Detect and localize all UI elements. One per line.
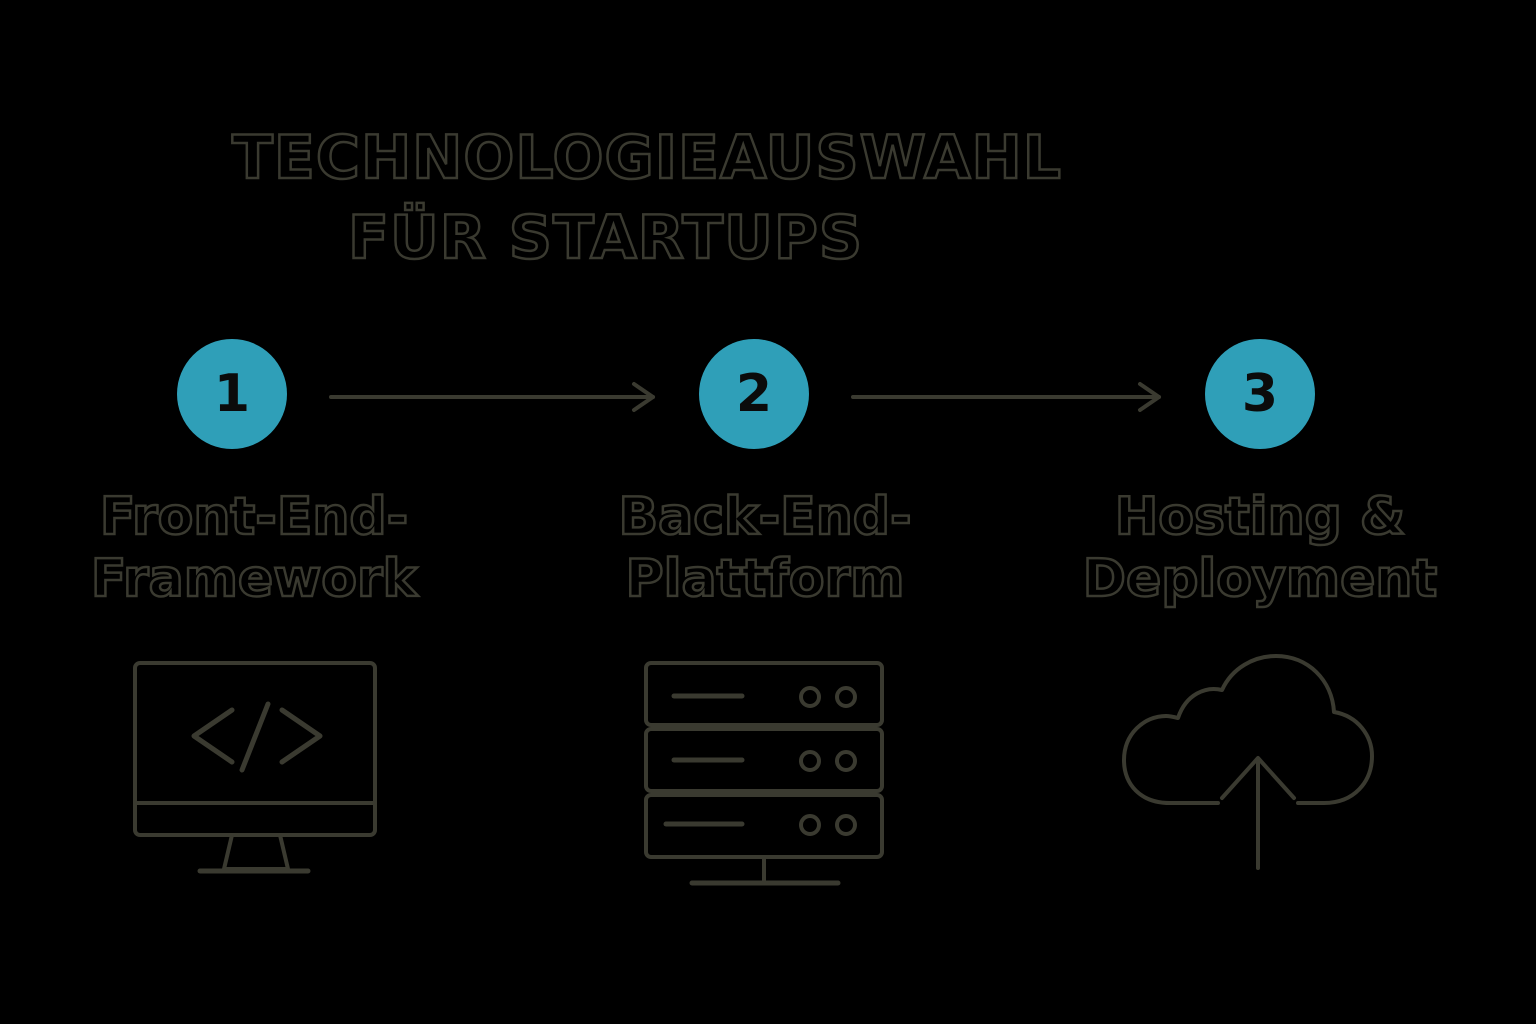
monitor-code-icon (133, 661, 377, 874)
step-1-label-line-1: Front-End- (99, 486, 410, 549)
step-1-label: Front-End- Framework (44, 486, 464, 611)
step-2-number: 2 (735, 364, 773, 424)
step-1-circle: 1 (177, 339, 287, 449)
arrow-2-to-3 (851, 382, 1161, 412)
step-2-label: Back-End- Plattform (555, 486, 975, 611)
cloud-upload-icon (1122, 654, 1374, 870)
step-3-label: Hosting & Deployment (1050, 486, 1470, 611)
step-2-label-line-1: Back-End- (617, 486, 913, 549)
step-2-label-line-2: Plattform (624, 548, 905, 611)
title-line-1: TECHNOLOGIEAUSWAHL (231, 122, 1062, 195)
step-3-number: 3 (1241, 364, 1279, 424)
title-line-2: FÜR STARTUPS (347, 202, 864, 275)
server-stack-icon (644, 661, 884, 886)
step-3-label-line-1: Hosting & (1113, 486, 1406, 549)
step-1-number: 1 (213, 364, 251, 424)
step-3-label-line-2: Deployment (1082, 548, 1439, 611)
arrow-1-to-2 (329, 382, 655, 412)
step-2-circle: 2 (699, 339, 809, 449)
step-1-label-line-2: Framework (90, 548, 419, 611)
step-3-circle: 3 (1205, 339, 1315, 449)
